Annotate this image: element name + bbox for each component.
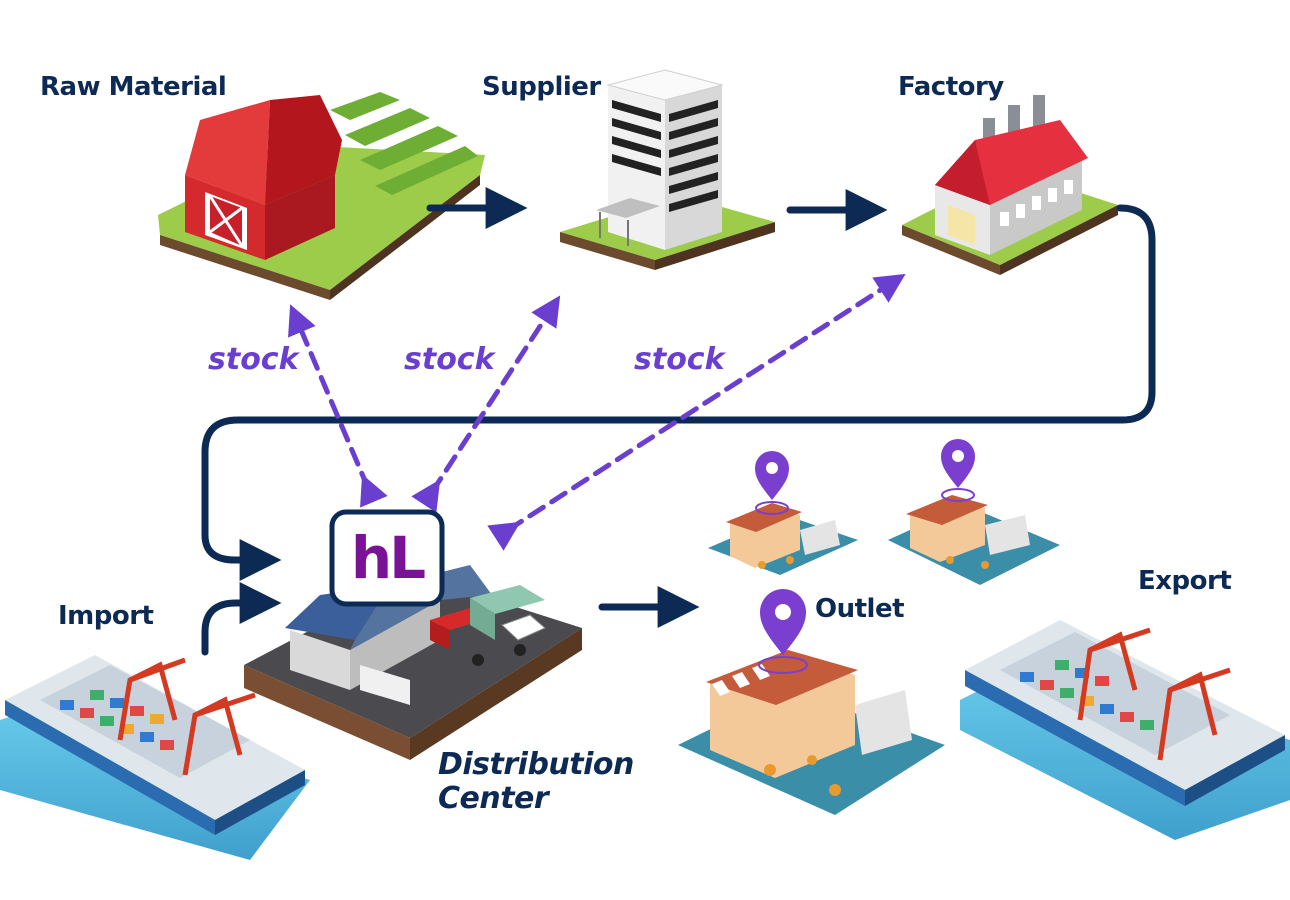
store-icon-3 <box>678 650 945 815</box>
store-icon-1 <box>708 503 858 575</box>
cargo-ship-icon-import <box>0 655 310 860</box>
label-factory: Factory <box>898 72 1004 102</box>
logo-text: hL <box>350 524 426 592</box>
barn-icon <box>158 92 485 300</box>
stock-arrow-raw-material <box>288 304 388 508</box>
label-distribution-center: Distribution Center <box>438 748 634 816</box>
stock-arrow-supplier <box>411 295 561 513</box>
cargo-ship-icon-export <box>960 620 1290 840</box>
label-distribution-center-line2: Center <box>438 781 549 816</box>
label-raw-material: Raw Material <box>40 72 227 102</box>
stock-arrow-factory <box>487 273 906 551</box>
label-outlet: Outlet <box>815 594 905 624</box>
flow-arrow-import-to-dc <box>201 582 282 656</box>
hl-logo <box>329 509 445 607</box>
stock-label-raw-material: stock <box>208 342 299 377</box>
stock-arrows <box>288 273 906 551</box>
flow-arrow-factory-to-dc <box>201 204 1156 581</box>
label-supplier: Supplier <box>482 72 601 102</box>
stock-label-supplier: stock <box>404 342 495 377</box>
store-icon-2 <box>888 495 1060 585</box>
stock-label-factory: stock <box>634 342 725 377</box>
location-pin-icon <box>755 439 975 674</box>
label-import: Import <box>58 601 154 631</box>
label-distribution-center-line1: Distribution <box>438 747 634 782</box>
flow-arrows <box>201 187 1156 656</box>
factory-icon <box>902 95 1118 275</box>
label-export: Export <box>1138 566 1232 596</box>
building-icon <box>560 69 775 270</box>
